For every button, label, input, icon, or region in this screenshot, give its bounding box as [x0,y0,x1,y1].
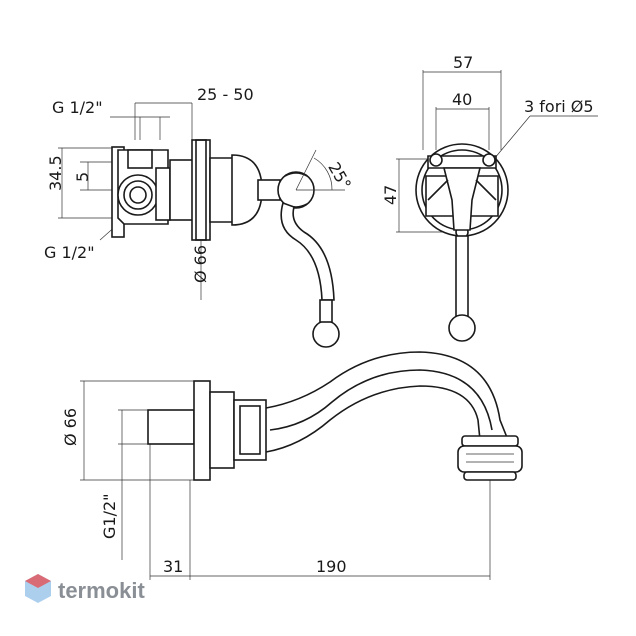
termokit-logo: termokit [25,574,145,603]
front-view-valve [396,70,598,342]
spout-side-view [80,351,523,580]
dim-40-label: 40 [452,90,472,109]
logo-hexagon-top-icon [25,574,51,588]
angle-label: 25° [324,159,355,193]
dim-5-label: 5 [73,172,92,182]
thread-bottom-label: G 1/2" [44,243,95,262]
spout-diameter-label: Ø 66 [61,408,80,446]
holes-note-label: 3 fori Ø5 [524,97,594,116]
side-view-valve [58,102,345,348]
dim-25-50-label: 25 - 50 [197,85,254,104]
thread-top-label: G 1/2" [52,98,103,117]
bottom-labels: Ø 66 G1/2" 31 190 [61,408,347,576]
dim-34-5-label: 34.5 [46,155,65,191]
dim-31-label: 31 [163,557,183,576]
brand-name: termokit [58,578,145,603]
spout-thread-label: G1/2" [100,493,119,539]
top-right-labels: 57 40 3 fori Ø5 47 [381,53,594,205]
dim-57-label: 57 [453,53,473,72]
dim-47-label: 47 [381,185,400,205]
dim-190-label: 190 [316,557,347,576]
rosette-diameter-label: Ø 66 [191,245,210,283]
top-left-labels: G 1/2" 25 - 50 34.5 5 G 1/2" 25° Ø 66 [44,85,355,283]
